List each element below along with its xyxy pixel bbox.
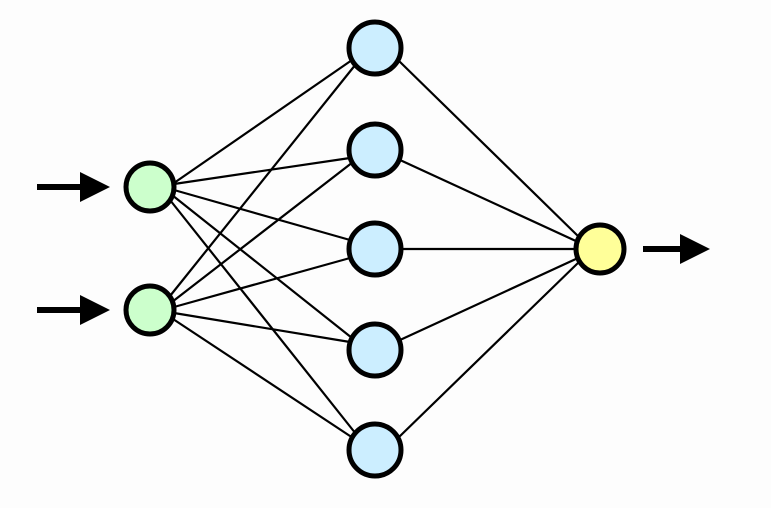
input-node-2[interactable] <box>123 283 177 337</box>
edges-group <box>168 58 582 440</box>
io-arrows-group <box>37 172 710 325</box>
output-arrow-1-head <box>680 234 710 264</box>
edge-h2-o1 <box>398 158 580 244</box>
hidden-node-4[interactable] <box>346 321 404 379</box>
input-arrow-1-head <box>80 172 110 202</box>
edge-h4-o1 <box>398 256 580 342</box>
edge-i2-h4 <box>172 311 352 344</box>
nodes-group <box>123 19 627 479</box>
edge-i2-h2 <box>170 160 355 304</box>
edge-h5-o1 <box>396 259 582 440</box>
hidden-node-3[interactable] <box>346 220 404 278</box>
input-node-1[interactable] <box>123 160 177 214</box>
output-layer <box>573 222 627 276</box>
hidden-layer <box>346 19 404 479</box>
edge-i1-h2 <box>172 156 352 186</box>
hidden-node-2[interactable] <box>346 121 404 179</box>
edge-i1-h5 <box>168 198 358 436</box>
edge-i2-h3 <box>172 256 352 309</box>
output-arrow-1 <box>643 234 710 264</box>
input-arrow-2-head <box>80 295 110 325</box>
edge-i1-h3 <box>172 188 352 242</box>
edge-i1-h4 <box>170 193 354 340</box>
input-arrow-2 <box>37 295 110 325</box>
hidden-node-5[interactable] <box>346 421 404 479</box>
edge-i2-h5 <box>171 317 355 440</box>
hidden-node-1[interactable] <box>346 19 404 77</box>
edge-i1-h1 <box>172 58 354 185</box>
input-arrow-1 <box>37 172 110 202</box>
output-node-1[interactable] <box>573 222 627 276</box>
edge-i2-h1 <box>168 62 358 298</box>
input-layer <box>123 160 177 337</box>
edge-h1-o1 <box>396 58 582 240</box>
